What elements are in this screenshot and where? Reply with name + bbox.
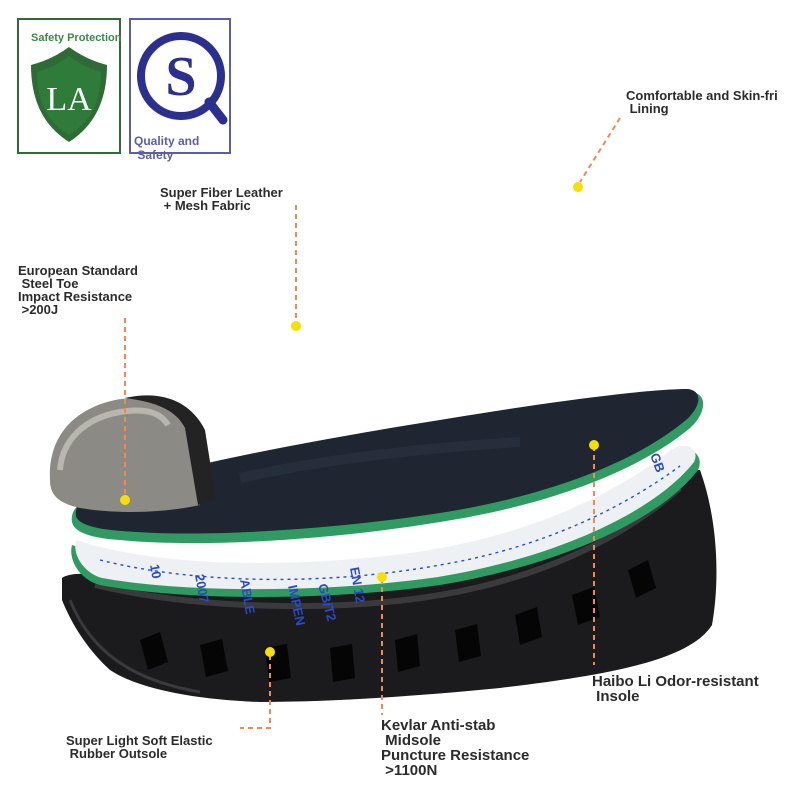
callout-dots bbox=[120, 182, 599, 657]
caption-line-1: Quality and bbox=[134, 134, 200, 148]
dot-midsole bbox=[377, 572, 387, 582]
odor-resistant-insole bbox=[71, 389, 704, 544]
midsole-print-able: ABLE bbox=[237, 578, 258, 616]
midsole-print-10: 10 bbox=[147, 563, 164, 580]
dot-insole bbox=[589, 440, 599, 450]
dot-outsole bbox=[265, 647, 275, 657]
dot-lining bbox=[573, 182, 583, 192]
label-outsole: Super Light Soft Elastic Rubber Outsole bbox=[66, 733, 213, 761]
quality-safety-caption: Quality and Safety bbox=[134, 134, 199, 162]
leader-outsole bbox=[240, 655, 271, 729]
midsole-print-gb: GB bbox=[647, 451, 668, 474]
midsole-print-2007: 2007 bbox=[192, 573, 212, 604]
quality-safety-badge: S Quality and Safety bbox=[129, 18, 231, 162]
label-upper: Super Fiber Leather + Mesh Fabric bbox=[160, 185, 283, 213]
midsole-print-en12: EN 12 bbox=[347, 566, 368, 604]
safety-protection-caption: Safety Protection bbox=[31, 32, 122, 44]
kevlar-midsole bbox=[71, 445, 700, 598]
leader-lines bbox=[124, 117, 621, 729]
dot-toe bbox=[120, 495, 130, 505]
rubber-outsole bbox=[62, 470, 717, 702]
label-lining: Comfortable and Skin-fri Lining bbox=[626, 88, 778, 116]
seal-icon: S bbox=[137, 32, 228, 125]
la-logo-text: LA bbox=[46, 81, 92, 118]
caption-line-2: Safety bbox=[134, 148, 174, 162]
safety-protection-badge: Safety Protection LA bbox=[17, 18, 121, 154]
label-insole: Haibo Li Odor-resistant Insole bbox=[592, 673, 759, 705]
steel-toe-cap bbox=[49, 395, 216, 512]
leader-lining bbox=[579, 117, 621, 183]
dot-upper bbox=[291, 321, 301, 331]
shield-icon: LA bbox=[31, 47, 107, 142]
qs-logo-text: S bbox=[165, 46, 196, 108]
